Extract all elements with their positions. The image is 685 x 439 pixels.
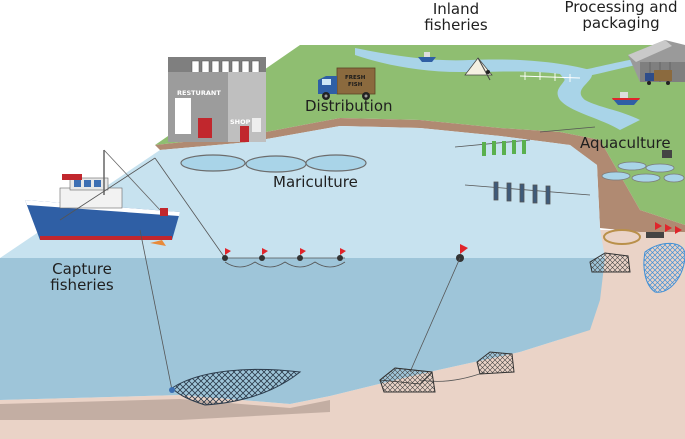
aquaculture-label: Aquaculture bbox=[580, 134, 671, 152]
crab-pot-1 bbox=[378, 367, 436, 393]
green-land bbox=[155, 45, 685, 225]
river-boat-2 bbox=[612, 92, 640, 105]
bottom-band bbox=[0, 399, 330, 420]
truck-cargo-line2: FISH bbox=[348, 82, 363, 88]
capture-fisheries-label-line1: Capture bbox=[52, 260, 112, 278]
mariculture-pens bbox=[180, 154, 367, 173]
river-boat-1 bbox=[418, 52, 436, 62]
crab-pot-2 bbox=[476, 351, 515, 375]
restaurant-building bbox=[168, 57, 266, 142]
shore-band bbox=[155, 118, 685, 232]
inland-fisheries-label: Inland fisheries bbox=[418, 0, 494, 34]
shop-sign: SHOP bbox=[230, 118, 251, 126]
longline-ropes bbox=[464, 181, 591, 205]
shore-gear bbox=[589, 222, 685, 293]
surface-gillnet bbox=[222, 248, 346, 268]
aquaculture-ponds bbox=[601, 161, 685, 183]
trawl-lines bbox=[59, 157, 226, 391]
mariculture-label: Mariculture bbox=[273, 173, 358, 191]
pot-buoy-line bbox=[409, 244, 486, 382]
aquaculture-shed bbox=[662, 150, 672, 158]
processing-label-line1: Processing and bbox=[564, 0, 678, 16]
inland-fisher-net bbox=[464, 57, 493, 81]
restaurant-sign: RESTURANT bbox=[177, 89, 221, 97]
inland-fisheries-label-line2: fisheries bbox=[424, 15, 488, 34]
fishing-boat bbox=[25, 149, 180, 246]
distribution-label: Distribution bbox=[305, 97, 393, 115]
water-deep bbox=[0, 258, 605, 404]
seaweed-farm bbox=[454, 126, 596, 156]
processing-label: Processing and packaging bbox=[560, 0, 682, 32]
fence bbox=[519, 72, 581, 82]
distribution-truck bbox=[318, 67, 376, 100]
trawl-net bbox=[169, 368, 302, 406]
river bbox=[355, 48, 640, 130]
inland-fisheries-label-line1: Inland bbox=[432, 0, 480, 18]
capture-fisheries-label-line2: fisheries bbox=[50, 275, 114, 294]
warehouse-truck bbox=[645, 70, 672, 85]
capture-fisheries-label: Capture fisheries bbox=[44, 260, 120, 294]
seabed bbox=[0, 300, 685, 439]
processing-label-line2: packaging bbox=[582, 13, 660, 32]
truck-cargo-line1: FRESH bbox=[345, 75, 366, 81]
